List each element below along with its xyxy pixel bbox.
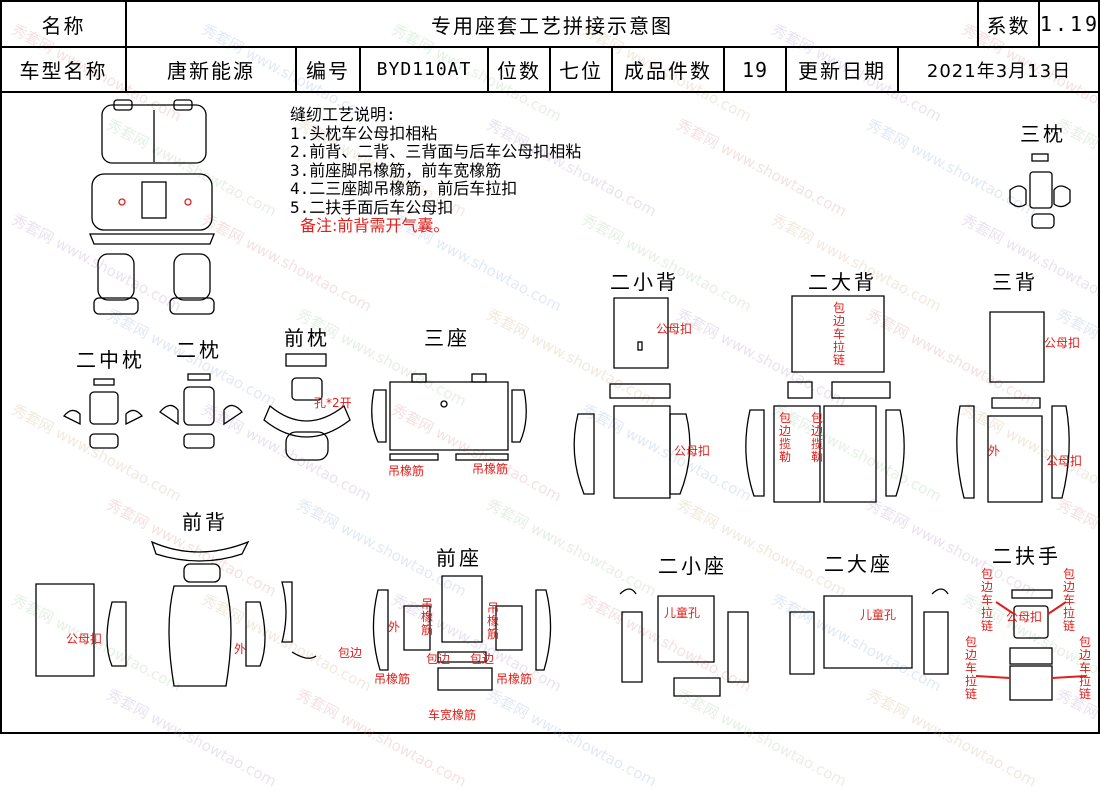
code-label: 编号 — [306, 59, 350, 83]
annotation-bao-bian-che-la-lian: 包边车拉链 — [964, 635, 977, 701]
qian-bei-pattern-icon — [35, 540, 317, 687]
date-value: 2021年3月13日 — [926, 60, 1072, 82]
label-er-da-bei: 二大背 — [808, 270, 877, 294]
coef-label: 系数 — [986, 13, 1031, 38]
annotation-bao-bian: 包边 — [338, 646, 363, 660]
annotation-bao-bian-lan-le: 包边揽勒 — [778, 411, 791, 464]
er-xiao-bei-pattern-icon — [573, 297, 691, 499]
sewing-notes: 缝纫工艺说明: 1.头枕车公母扣相粘 2.前背、二背、三背面与后车公母扣相粘 3… — [290, 105, 582, 236]
rear-seat-overview-icon — [89, 99, 215, 245]
er-da-zuo-pattern-icon — [789, 588, 949, 675]
model-label: 车型名称 — [19, 59, 108, 83]
er-zhen-pattern-icon — [159, 373, 243, 449]
page-title: 专用座套工艺拼接示意图 — [431, 13, 673, 38]
label-er-da-zuo: 二大座 — [824, 552, 893, 576]
er-fu-shou-pattern-icon — [975, 589, 1087, 701]
qian-zhen-pattern-icon — [263, 353, 351, 461]
notes-title: 缝纫工艺说明: — [290, 105, 396, 124]
label-er-xiao-zuo: 二小座 — [658, 554, 727, 578]
pieces-label: 成品件数 — [624, 59, 712, 83]
san-zhen-pattern-icon — [1009, 153, 1071, 229]
annotation-gong-mu-kou: 公母扣 — [674, 444, 711, 458]
vline — [359, 46, 361, 91]
annotation-diao-xiang-jin: 吊橡筋 — [374, 672, 411, 686]
vline — [487, 46, 489, 91]
annotation-bao-bian-che-la-lian: 包边车拉链 — [832, 301, 845, 367]
code-value: BYD110AT — [376, 59, 472, 80]
notes-remark: 备注:前背需开气囊。 — [300, 216, 450, 235]
vline — [1038, 2, 1040, 46]
label-er-zhong-zhen: 二中枕 — [76, 348, 145, 372]
notes-item: 3.前座脚吊橡筋，前车宽橡筋 — [290, 160, 502, 180]
notes-item: 2.前背、二背、三背面与后车公母扣相粘 — [290, 142, 582, 161]
date-label: 更新日期 — [798, 59, 886, 83]
er-da-bei-pattern-icon — [745, 295, 905, 503]
label-san-bei: 三背 — [992, 270, 1038, 294]
er-zhong-zhen-pattern-icon — [62, 378, 144, 449]
annotation-bao-bian-che-la-lian: 包边车拉链 — [1062, 567, 1075, 633]
vline — [125, 46, 127, 91]
annotation-wai: 外 — [388, 620, 401, 634]
er-xiao-zuo-pattern-icon — [619, 588, 749, 697]
pattern-drawing — [35, 99, 1087, 701]
pieces-value: 19 — [741, 57, 769, 82]
annotation-bao-bian-che-la-lian: 包边车拉链 — [980, 567, 993, 633]
annotation-che-kuan-xiang-jin: 车宽橡筋 — [428, 708, 477, 722]
model-value: 唐新能源 — [167, 59, 255, 83]
san-bei-pattern-icon — [956, 311, 1070, 503]
vline — [295, 46, 297, 91]
label-qian-bei: 前背 — [182, 510, 228, 534]
annotation-diao-xiang-jin: 吊橡筋 — [472, 462, 509, 476]
name-label: 名称 — [41, 13, 86, 38]
vline — [785, 46, 787, 91]
annotation-er-tong-kong: 儿童孔 — [664, 606, 701, 620]
vline — [977, 2, 979, 46]
label-er-fu-shou: 二扶手 — [992, 544, 1061, 568]
notes-item: 5.二扶手面后车公母扣 — [290, 197, 454, 217]
annotation-wai: 外 — [234, 642, 247, 656]
label-er-zhen: 二枕 — [176, 338, 222, 362]
annotation-gong-mu-kou: 公母扣 — [656, 322, 693, 336]
qian-zuo-pattern-icon — [372, 575, 552, 691]
label-er-xiao-bei: 二小背 — [610, 270, 679, 294]
annotation-kong-2-kai: 孔*2开 — [314, 396, 352, 410]
annotation-diao-xiang-jin: 吊橡筋 — [496, 672, 533, 686]
coef-value: 1.19 — [1039, 12, 1100, 36]
annotation-gong-mu-kou: 公母扣 — [1044, 336, 1081, 350]
seats-value: 七位 — [559, 59, 603, 83]
annotation-bao-bian-che-la-lian: 包边车拉链 — [1078, 635, 1091, 701]
san-zuo-pattern-icon — [371, 373, 527, 461]
annotation-gong-mu-kou: 公母扣 — [66, 632, 103, 646]
annotation-diao-xiang-jin: 吊橡筋 — [388, 464, 425, 478]
vline — [125, 2, 127, 46]
annotation-diao-xiang-jin-vertical: 吊橡筋 — [420, 597, 433, 637]
vline — [611, 46, 613, 91]
label-san-zhen: 三枕 — [1020, 122, 1066, 146]
annotation-wai: 外 — [988, 444, 1001, 458]
vline — [723, 46, 725, 91]
seats-label: 位数 — [497, 59, 541, 83]
label-san-zuo: 三座 — [424, 326, 470, 350]
annotation-bao-bian: 包边 — [426, 652, 451, 666]
annotation-gong-mu-kou: 公母扣 — [1046, 454, 1083, 468]
vline — [897, 46, 899, 91]
annotation-er-tong-kong: 儿童孔 — [860, 608, 897, 622]
header-divider-2 — [2, 91, 1100, 93]
notes-item: 1.头枕车公母扣相粘 — [290, 123, 438, 143]
annotation-bao-bian-lan-le: 包边揽勒 — [810, 411, 823, 464]
front-seat-overview-icon — [93, 253, 215, 315]
notes-item: 4.二三座脚吊橡筋，前后车拉扣 — [290, 179, 518, 198]
label-qian-zhen: 前枕 — [284, 326, 330, 350]
annotation-bao-bian: 包边 — [470, 652, 495, 666]
annotation-diao-xiang-jin-vertical: 吊橡筋 — [486, 601, 499, 641]
annotation-gong-mu-kou: 公母扣 — [1006, 610, 1043, 624]
vline — [549, 46, 551, 91]
header-divider-1 — [2, 46, 1100, 48]
label-qian-zuo: 前座 — [436, 546, 482, 570]
